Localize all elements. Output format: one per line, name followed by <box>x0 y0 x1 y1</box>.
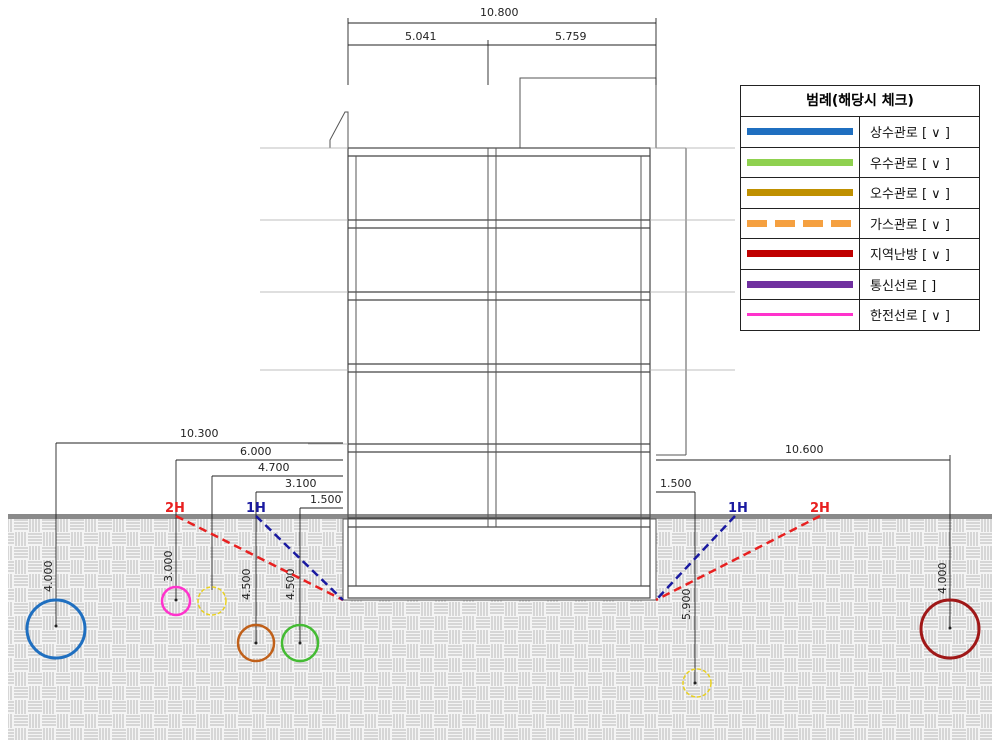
dim-left-4700: 4.700 <box>258 461 290 474</box>
legend-swatch-sewage <box>747 189 853 197</box>
slope-left-2h <box>175 514 344 602</box>
legend-row: 오수관로 [ ∨ ] <box>741 178 979 209</box>
dim-top-right: 5.759 <box>555 30 587 43</box>
legend-swatch-water <box>747 128 853 136</box>
dim-left-10300: 10.300 <box>180 427 219 440</box>
sewage-pipe-circle <box>236 623 276 663</box>
rain-pipe-circle <box>280 623 320 663</box>
grid-lines <box>260 147 735 445</box>
legend-box: 범례(해당시 체크) 상수관로 [ ∨ ] 우수관로 [ ∨ ] 오수관로 [ … <box>740 85 980 331</box>
depth-label-d: 4.500 <box>284 569 297 601</box>
legend-row: 우수관로 [ ∨ ] <box>741 147 979 178</box>
legend-swatch-telecom <box>747 280 853 288</box>
depth-label-a: 4.000 <box>42 561 55 593</box>
left-dimensions <box>55 442 343 643</box>
legend-swatch-power <box>747 313 853 317</box>
power-line-circle <box>160 585 192 617</box>
legend-row: 상수관로 [ ∨ ] <box>741 117 979 148</box>
slope-label-right-1h: 1H <box>728 501 748 516</box>
dim-right-10600: 10.600 <box>785 443 824 456</box>
gas-pipe-circle-left <box>197 586 227 616</box>
legend-label: 가스관로 [ ∨ ] <box>870 217 950 233</box>
legend-label: 오수관로 [ ∨ ] <box>870 187 950 203</box>
slope-label-left-1h: 1H <box>246 501 266 516</box>
legend-swatch-heating <box>747 250 853 258</box>
excavation-pit <box>342 518 657 601</box>
slope-left-1h <box>255 515 344 601</box>
depth-label-b: 3.000 <box>162 551 175 583</box>
dim-left-6000: 6.000 <box>240 445 272 458</box>
dim-right-1500: 1.500 <box>660 477 692 490</box>
legend-label: 상수관로 [ ∨ ] <box>870 126 950 142</box>
dim-left-3100: 3.100 <box>285 477 317 490</box>
depth-label-e: 5.900 <box>680 589 693 621</box>
slope-label-left-2h: 2H <box>165 501 185 516</box>
water-pipe-circle <box>25 598 87 660</box>
building-section <box>329 77 687 599</box>
gas-pipe-circle-right <box>682 668 712 698</box>
slope-right-1h <box>655 515 736 601</box>
depth-label-f: 4.000 <box>936 563 949 595</box>
depth-label-c: 4.500 <box>240 569 253 601</box>
legend-label: 우수관로 [ ∨ ] <box>870 156 950 172</box>
legend-row: 한전선로 [ ∨ ] <box>741 300 979 330</box>
slope-right-2h <box>655 514 821 602</box>
legend-swatch-gas <box>747 219 853 227</box>
legend-title: 범례(해당시 체크) <box>741 86 979 117</box>
utility-pipes <box>25 585 981 698</box>
dim-top-left: 5.041 <box>405 30 437 43</box>
heating-pipe-circle <box>919 598 981 660</box>
legend-swatch-rain <box>747 158 853 166</box>
slope-lines <box>175 514 821 602</box>
dim-left-1500: 1.500 <box>310 493 342 506</box>
legend-label: 한전선로 [ ∨ ] <box>870 309 950 325</box>
legend-row: 지역난방 [ ∨ ] <box>741 239 979 270</box>
legend-label: 지역난방 [ ∨ ] <box>870 248 950 264</box>
dim-top-total: 10.800 <box>480 6 519 19</box>
legend-row: 가스관로 [ ∨ ] <box>741 208 979 239</box>
legend-label: 통신선로 [ ] <box>870 278 937 294</box>
ground-surface-line <box>8 514 992 519</box>
top-dimensions <box>347 18 657 85</box>
slope-label-right-2h: 2H <box>810 501 830 516</box>
legend-row: 통신선로 [ ] <box>741 269 979 300</box>
